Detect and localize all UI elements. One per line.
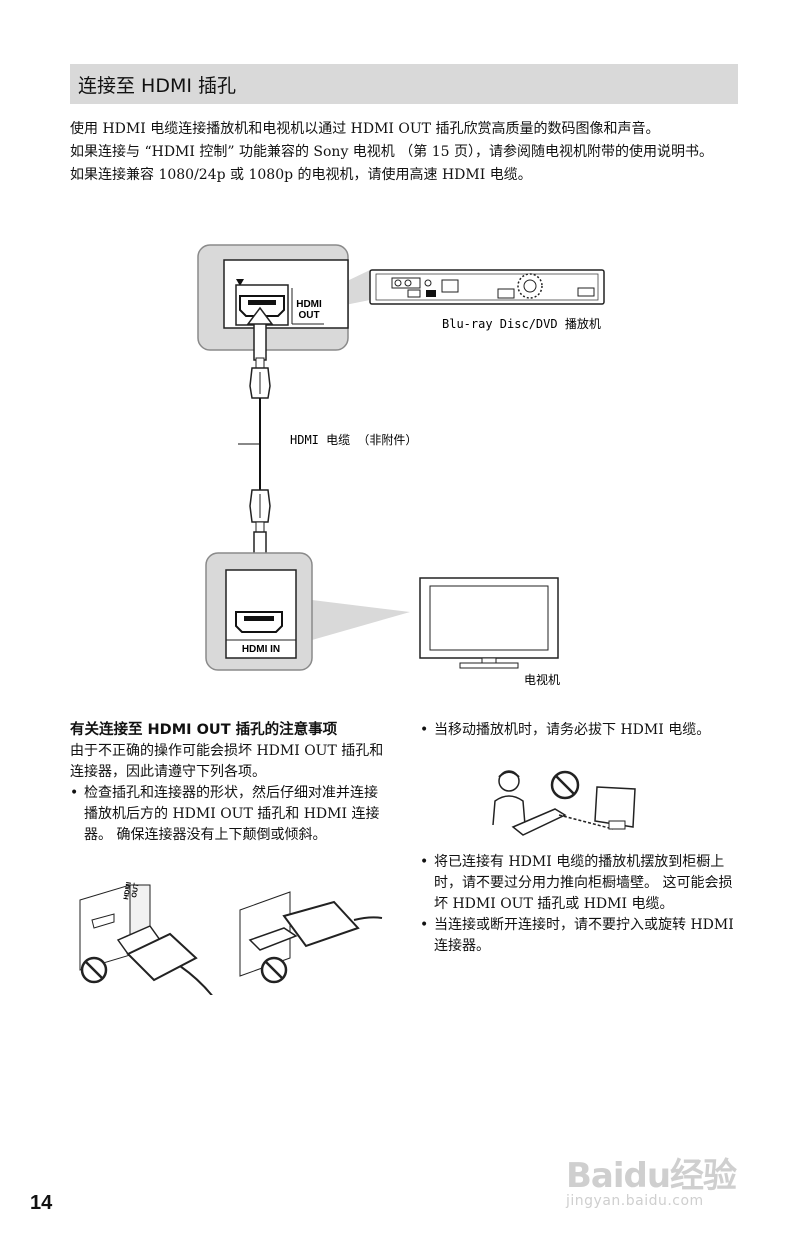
notes-lead: 由于不正确的操作可能会损坏 HDMI OUT 插孔和连接器，因此请遵守下列各项。 (70, 743, 384, 780)
list-item: 当连接或断开连接时，请不要拧入或旋转 HDMI 连接器。 (420, 915, 738, 957)
hdmi-out-callout (197, 244, 370, 351)
intro-text: 使用 HDMI 电缆连接播放机和电视机以通过 HDMI OUT 插孔欣赏高质量的… (70, 118, 740, 187)
notes-right-column-bottom: 将已连接有 HDMI 电缆的播放机摆放到柜橱上时，请不要过分用力推向柜橱墙壁。 … (420, 852, 738, 957)
watermark-brand: Baidu经验 (566, 1156, 737, 1196)
prohibited-icon-2 (260, 956, 288, 984)
section-title: 连接至 HDMI 插孔 (78, 75, 236, 97)
tv-rear (594, 786, 636, 830)
hdmi-in-callout (205, 552, 410, 671)
illus-out-label-2: OUT (131, 882, 141, 898)
connector-2 (248, 900, 383, 951)
intro-paragraph-1: 使用 HDMI 电缆连接播放机和电视机以通过 HDMI OUT 插孔欣赏高质量的… (70, 121, 660, 137)
player-label: Blu-ray Disc/DVD 播放机 (442, 316, 601, 331)
connector-illustration: HDMI OUT (79, 881, 383, 995)
notes-heading: 有关连接至 HDMI OUT 插孔的注意事项 (70, 722, 338, 738)
player-carried (511, 808, 567, 836)
notes-right-column: 当移动播放机时，请务必拔下 HDMI 电缆。 (420, 720, 738, 741)
intro-paragraph-3: 如果连接兼容 1080/24p 或 1080p 的电视机，请使用高速 HDMI … (70, 167, 532, 183)
tv-set (419, 577, 559, 669)
connection-diagram: HDMI OUT Blu-ray Disc/DVD 播放机 HDMI 电缆 （非… (197, 244, 605, 687)
person-figure (492, 770, 526, 826)
list-item: 检查插孔和连接器的形状，然后仔细对准并连接播放机后方的 HDMI OUT 插孔和… (70, 783, 386, 846)
page-number: 14 (30, 1192, 53, 1214)
port-out-label-2: OUT (298, 310, 319, 321)
list-item: 当移动播放机时，请务必拔下 HDMI 电缆。 (420, 720, 738, 741)
illus-out-label-1: HDMI (123, 881, 133, 900)
list-item: 将已连接有 HDMI 电缆的播放机摆放到柜橱上时，请不要过分用力推向柜橱墙壁。 … (420, 852, 738, 915)
watermark: Baidu经验 jingyan.baidu.com (566, 1148, 737, 1209)
right-bullet-list-bottom: 将已连接有 HDMI 电缆的播放机摆放到柜橱上时，请不要过分用力推向柜橱墙壁。 … (420, 852, 738, 957)
moving-player-illustration (492, 770, 636, 836)
section-heading-bar: 连接至 HDMI 插孔 (70, 64, 738, 104)
right-bullet-list-top: 当移动播放机时，请务必拔下 HDMI 电缆。 (420, 720, 738, 741)
port-in-label: HDMI IN (242, 644, 280, 655)
port-out-label-1: HDMI (296, 299, 322, 310)
cable-label: HDMI 电缆 （非附件） (290, 433, 417, 447)
notes-left-column: 有关连接至 HDMI OUT 插孔的注意事项 由于不正确的操作可能会损坏 HDM… (70, 720, 386, 846)
tv-label: 电视机 (524, 672, 560, 687)
prohibited-icon-3 (550, 770, 580, 800)
prohibited-icon-1 (80, 956, 108, 984)
intro-paragraph-2: 如果连接与 “HDMI 控制” 功能兼容的 Sony 电视机 （第 15 页），… (70, 144, 713, 160)
left-bullet-list: 检查插孔和连接器的形状，然后仔细对准并连接播放机后方的 HDMI OUT 插孔和… (70, 783, 386, 846)
connector-1 (116, 925, 213, 995)
player-device (369, 269, 605, 305)
watermark-url: jingyan.baidu.com (566, 1193, 704, 1209)
